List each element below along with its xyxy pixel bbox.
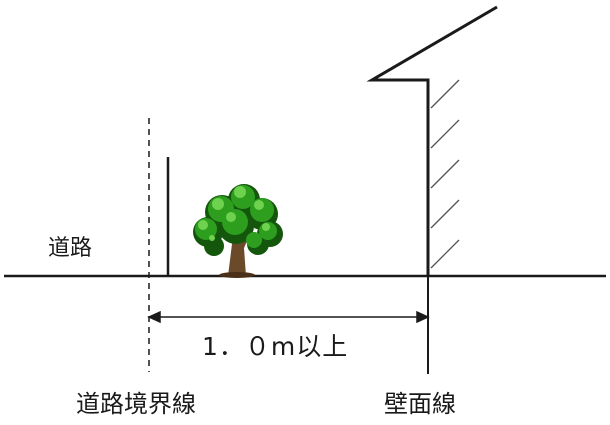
wall-line-label: 壁面線 [384,390,456,418]
wall-hatching [430,79,460,269]
road-boundary-line-label: 道路境界線 [76,390,196,418]
setback-distance-label: 1．０m以上 [202,332,349,361]
building-outline-icon [366,5,498,276]
tree-icon [193,184,283,278]
dimension-arrow [147,310,430,324]
road-label: 道路 [48,236,93,261]
